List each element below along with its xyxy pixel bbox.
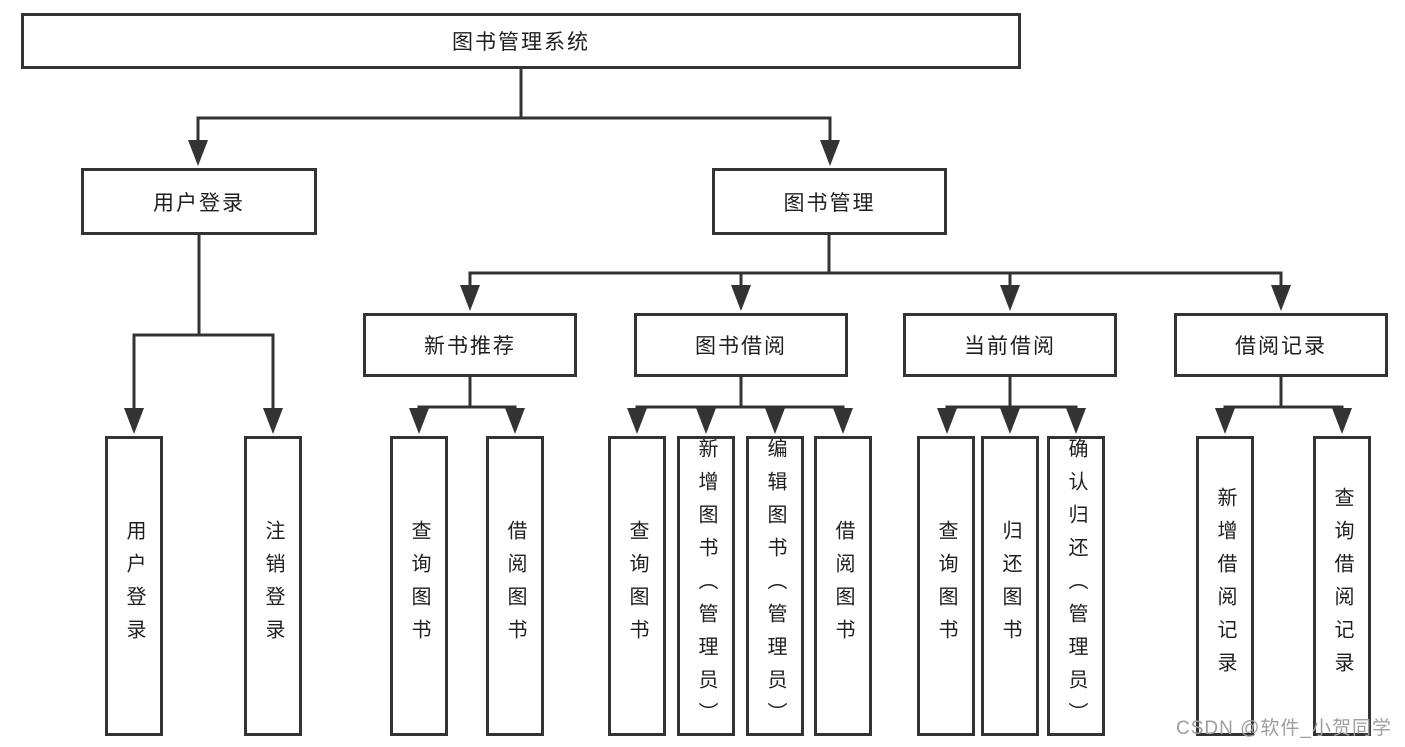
node-label: 用户登录: [153, 191, 245, 215]
leaf-confirm-return-admin: 确认归还（管理员）: [1047, 436, 1105, 736]
node-label: 新书推荐: [424, 335, 516, 358]
leaf-edit-books-admin: 编辑图书（管理员）: [746, 436, 804, 736]
leaf-user-login: 用户登录: [105, 436, 163, 736]
node-label: 查询图书: [626, 520, 648, 652]
node-book-borrowing: 图书借阅: [634, 313, 848, 377]
node-label: 查询图书: [408, 520, 430, 652]
node-new-book-recommend: 新书推荐: [363, 313, 577, 377]
node-borrowing-records: 借阅记录: [1174, 313, 1388, 377]
leaf-query-books-current: 查询图书: [917, 436, 975, 736]
leaf-add-books-admin: 新增图书（管理员）: [677, 436, 735, 736]
node-label: 新增图书（管理员）: [695, 437, 717, 735]
node-user-login: 用户登录: [81, 168, 317, 235]
leaf-add-borrow-record: 新增借阅记录: [1196, 436, 1254, 736]
node-label: 当前借阅: [964, 335, 1056, 358]
node-label: 注销登录: [262, 520, 284, 652]
node-label: 借阅记录: [1235, 335, 1327, 358]
leaf-query-borrow-record: 查询借阅记录: [1313, 436, 1371, 736]
node-label: 新增借阅记录: [1214, 487, 1236, 685]
node-label: 图书管理系统: [452, 31, 590, 54]
node-label: 借阅图书: [832, 520, 854, 652]
node-label: 图书借阅: [695, 335, 787, 358]
leaf-borrow-books-borrowing: 借阅图书: [814, 436, 872, 736]
leaf-logout: 注销登录: [244, 436, 302, 736]
leaf-query-books-borrowing: 查询图书: [608, 436, 666, 736]
csdn-watermark: CSDN @软件_小贺同学: [1176, 718, 1392, 739]
node-label: 归还图书: [999, 520, 1021, 652]
node-label: 用户登录: [123, 520, 145, 652]
node-label: 确认归还（管理员）: [1065, 437, 1087, 735]
leaf-borrow-books-recommend: 借阅图书: [486, 436, 544, 736]
node-book-management: 图书管理: [712, 168, 947, 235]
node-current-borrowing: 当前借阅: [903, 313, 1117, 377]
leaf-return-books: 归还图书: [981, 436, 1039, 736]
node-label: 查询图书: [935, 520, 957, 652]
node-library-management-system: 图书管理系统: [21, 13, 1021, 69]
node-label: 图书管理: [783, 191, 876, 215]
leaf-query-books-recommend: 查询图书: [390, 436, 448, 736]
node-label: 借阅图书: [504, 520, 526, 652]
arrowhead-group: [124, 140, 1352, 434]
node-label: 查询借阅记录: [1331, 487, 1353, 685]
node-label: 编辑图书（管理员）: [764, 437, 786, 735]
